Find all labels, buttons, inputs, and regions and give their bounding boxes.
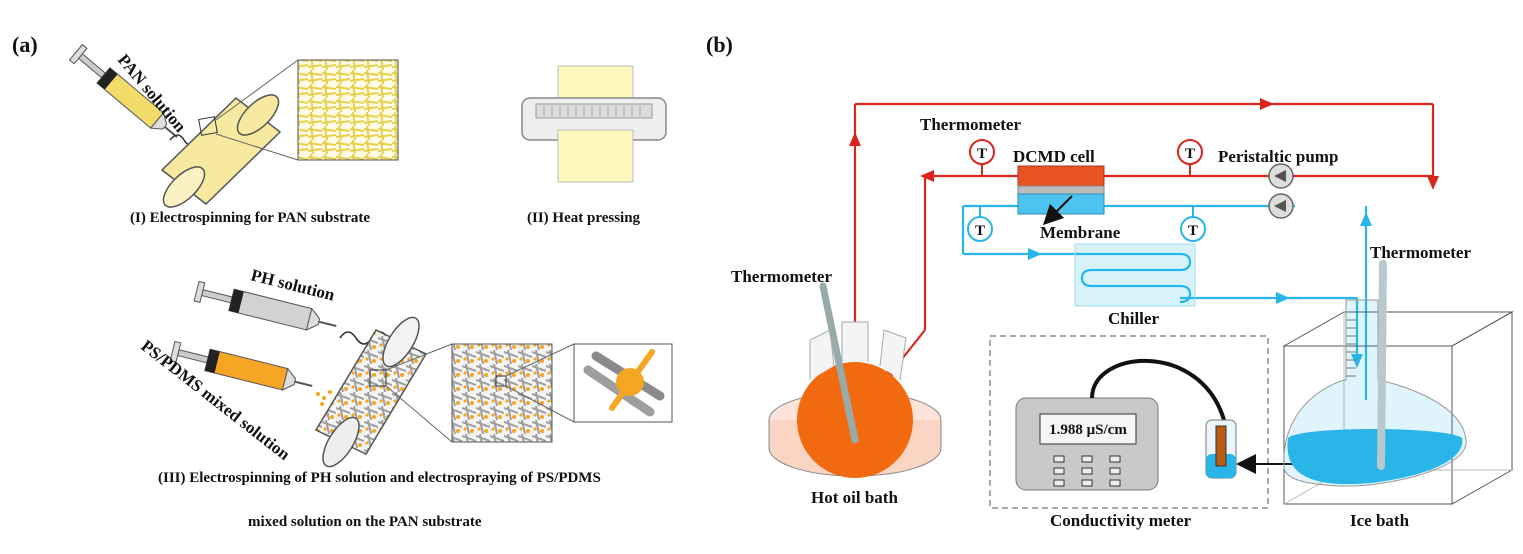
conductivity-meter-frame — [989, 335, 1269, 509]
pan-collector-drum — [160, 94, 282, 208]
meter-reading: 1.988 μS/cm — [1049, 422, 1127, 438]
svg-text:T: T — [1185, 146, 1195, 162]
cold-loop — [961, 204, 1368, 400]
bead-zoom — [573, 343, 673, 423]
composite-fiber-zoom — [451, 343, 553, 443]
peristaltic-pump — [1268, 163, 1294, 219]
dcmd-cell — [1017, 165, 1105, 215]
caption-electrospinning-ph-line1: (III) Electrospinning of PH solution and… — [158, 470, 601, 486]
thermometer-top-label: Thermometer — [920, 115, 1021, 134]
conductivity-meter-label: Conductivity meter — [1050, 511, 1192, 530]
pan-fiber-zoom — [297, 59, 399, 161]
caption-heat-pressing: (II) Heat pressing — [527, 210, 641, 226]
thermometer-gauge-cold-right: T — [1180, 206, 1206, 242]
chiller-box — [1074, 243, 1196, 307]
thermometer-gauge-cold-left: T — [967, 206, 993, 242]
hot-loop — [853, 102, 1435, 428]
thermometer-left-label: Thermometer — [731, 267, 832, 286]
ice-bath — [1282, 299, 1514, 505]
hot-arrow-right — [1260, 98, 1274, 110]
peristaltic-pump-label: Peristaltic pump — [1218, 147, 1338, 166]
hot-arrow-down — [1427, 176, 1439, 190]
svg-text:T: T — [975, 223, 985, 239]
ice-bath-thermometer — [1377, 260, 1387, 470]
thermometer-gauge-hot-left: T — [969, 139, 995, 176]
svg-text:T: T — [1188, 223, 1198, 239]
hot-oil-bath-label: Hot oil bath — [811, 488, 898, 507]
hot-arrow-up — [849, 132, 861, 146]
cold-arrow-up — [1360, 212, 1372, 226]
panel-a-label: (a) — [12, 32, 38, 57]
cold-arrow-down — [1351, 354, 1363, 368]
caption-electrospinning-pan: (I) Electrospinning for PAN substrate — [130, 210, 370, 226]
hot-bath-thermometer — [819, 282, 859, 444]
heat-press — [521, 65, 667, 183]
hot-oil-bath — [768, 321, 942, 478]
membrane-pointer — [1042, 195, 1073, 226]
ph-syringe — [193, 280, 337, 331]
ice-bath-label: Ice bath — [1350, 511, 1410, 530]
cold-arrow-out — [1276, 292, 1290, 304]
panel-b-label: (b) — [706, 32, 733, 57]
hot-arrow-left — [920, 170, 934, 182]
pspdms-syringe — [169, 340, 313, 391]
caption-electrospinning-ph-line2: mixed solution on the PAN substrate — [248, 514, 482, 530]
conductivity-meter-device — [1015, 359, 1237, 491]
membrane-label: Membrane — [1040, 223, 1121, 242]
dcmd-cell-label: DCMD cell — [1013, 147, 1095, 166]
chiller-label: Chiller — [1108, 309, 1159, 328]
svg-text:T: T — [977, 146, 987, 162]
thermometer-gauge-hot-right: T — [1177, 139, 1203, 176]
thermometer-right-label: Thermometer — [1370, 243, 1471, 262]
cold-arrow-chiller — [1028, 248, 1042, 260]
composite-collector-drum — [314, 316, 428, 468]
